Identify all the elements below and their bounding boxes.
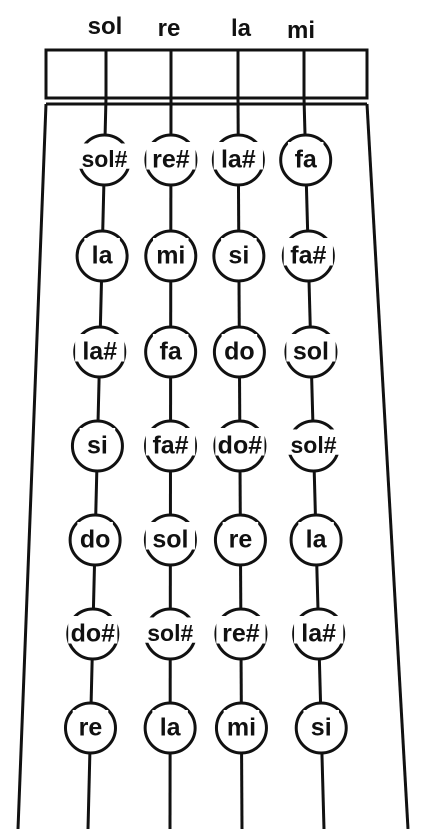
note-label-backing: [152, 710, 188, 738]
note-label: la#: [221, 146, 256, 174]
note-label: do#: [218, 432, 263, 460]
note-label: mi: [227, 714, 256, 742]
note-marker: re#: [214, 607, 268, 661]
note-label: fa: [160, 338, 183, 366]
open-string-label-sol: sol: [88, 13, 123, 40]
note-marker: la: [75, 229, 129, 283]
note-label-backing: [146, 142, 196, 170]
note-label: la: [92, 242, 114, 270]
note-label-backing: [298, 522, 334, 550]
note-label: fa#: [152, 432, 188, 460]
note-label-backing: [77, 522, 113, 550]
open-string-label-mi: mi: [287, 17, 315, 44]
note-marker: sol#: [284, 419, 343, 473]
note-label-backing: [286, 334, 336, 362]
note-label-backing: [140, 617, 200, 643]
note-marker: do: [212, 325, 266, 379]
note-label: re#: [222, 620, 260, 648]
note-label: sol#: [147, 620, 193, 646]
note-label: sol: [152, 526, 188, 554]
note-label: do: [80, 526, 111, 554]
note-marker: si: [70, 419, 124, 473]
note-marker: sol: [143, 513, 197, 567]
nut: [44, 48, 369, 100]
note-label: sol: [293, 338, 329, 366]
note-label-backing: [284, 429, 343, 455]
note-marker: re#: [144, 133, 198, 187]
open-string-label-re: re: [158, 15, 181, 42]
note-label-backing: [152, 334, 189, 362]
note-label-backing: [68, 616, 118, 644]
note-label: do: [224, 338, 255, 366]
note-label-backing: [221, 238, 257, 266]
note-label-backing: [153, 238, 189, 266]
note-label-backing: [84, 238, 120, 266]
note-label-backing: [72, 710, 109, 738]
note-label-backing: [221, 334, 258, 362]
note-label: re#: [152, 146, 190, 174]
note-label: la: [160, 714, 182, 742]
note-label-backing: [287, 142, 324, 170]
open-string-label-la: la: [231, 15, 252, 42]
note-marker: fa: [144, 325, 198, 379]
note-marker: la#: [211, 133, 265, 187]
note-label: mi: [156, 242, 185, 270]
note-label: si: [311, 714, 332, 742]
note-label: la#: [301, 620, 336, 648]
note-markers: sol# re# la# fa la mi si fa# la# fa do sol si fa# do# s…: [63, 133, 348, 755]
note-label: fa#: [290, 242, 326, 270]
note-label: la#: [82, 338, 117, 366]
note-label: sol#: [291, 432, 337, 458]
note-marker: si: [212, 229, 266, 283]
note-label: si: [87, 432, 108, 460]
open-string-labels: sol re la mi: [88, 13, 315, 44]
note-marker: la#: [292, 607, 346, 661]
note-label-backing: [222, 522, 259, 550]
note-marker: fa: [279, 133, 333, 187]
note-marker: la: [289, 513, 343, 567]
note-label: sol#: [81, 146, 127, 172]
note-marker: do#: [66, 607, 120, 661]
note-label-backing: [216, 616, 266, 644]
note-label: re: [229, 526, 253, 554]
note-marker: do#: [213, 419, 267, 473]
note-label-backing: [283, 238, 333, 266]
note-marker: fa#: [281, 229, 335, 283]
note-label: si: [228, 242, 249, 270]
note-marker: do: [68, 513, 122, 567]
note-marker: re: [213, 513, 267, 567]
note-label-backing: [213, 142, 263, 170]
note-label: la: [306, 526, 328, 554]
note-marker: sol#: [140, 607, 200, 661]
note-label: re: [79, 714, 103, 742]
note-marker: sol#: [75, 133, 134, 187]
note-label-backing: [303, 710, 339, 738]
note-label-backing: [294, 616, 344, 644]
note-marker: fa#: [144, 419, 198, 473]
strings: [86, 97, 326, 829]
note-label-backing: [75, 143, 134, 169]
note-marker: re: [63, 701, 117, 755]
note-marker: la: [143, 701, 197, 755]
note-label-backing: [79, 428, 116, 456]
note-marker: si: [294, 701, 348, 755]
note-label-backing: [215, 428, 265, 456]
note-marker: mi: [144, 229, 198, 283]
note-marker: mi: [214, 701, 268, 755]
fingerboard-outline: [16, 102, 410, 829]
note-marker: sol: [284, 325, 338, 379]
note-label: fa: [295, 146, 318, 174]
note-label-backing: [223, 710, 260, 738]
note-marker: la#: [73, 325, 127, 379]
note-label-backing: [145, 428, 196, 456]
note-label-backing: [75, 334, 125, 362]
note-label-backing: [145, 522, 196, 550]
note-label: do#: [71, 620, 116, 648]
